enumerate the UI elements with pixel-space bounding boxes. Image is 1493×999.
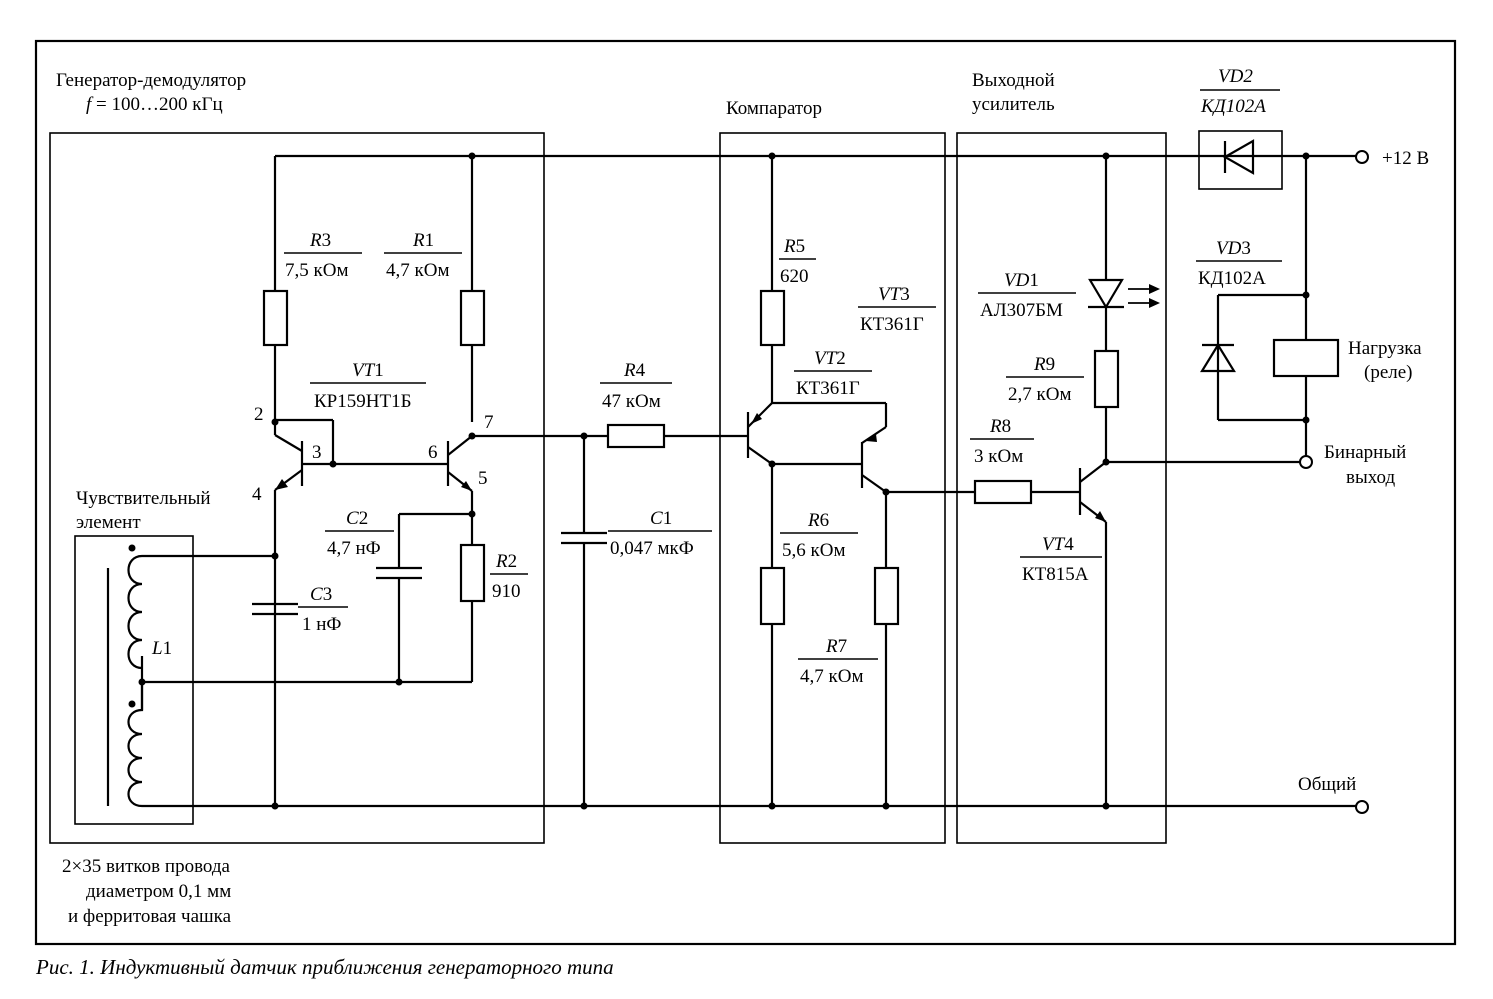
winding-note-1: 2×35 витков провода (62, 856, 231, 877)
pin-6: 6 (428, 442, 438, 463)
resistor-r7 (873, 566, 900, 626)
output-amp-block (956, 132, 1167, 844)
value-c3: 1 нФ (302, 614, 341, 635)
resistor-r1 (459, 289, 486, 347)
value-r5: 620 (780, 266, 809, 287)
binary-output-label-2: выход (1346, 467, 1395, 488)
pin-5: 5 (478, 468, 488, 489)
value-r9: 2,7 кОм (1008, 384, 1071, 405)
pin-4: 4 (252, 484, 262, 505)
sensor-label-2: элемент (76, 512, 141, 533)
output-amp-title-1: Выходной (972, 70, 1055, 91)
load-label-1: Нагрузка (1348, 338, 1422, 359)
led-vd1 (1088, 278, 1124, 310)
value-c2: 4,7 нФ (327, 538, 381, 559)
outer-frame (34, 39, 1457, 946)
value-r7: 4,7 кОм (800, 666, 863, 687)
label-vt4: VT4 (1042, 534, 1074, 555)
label-r7: R7 (825, 636, 847, 657)
value-vt2: КТ361Г (796, 378, 860, 399)
label-vd3: VD3 (1216, 238, 1251, 259)
diode-vd3 (1200, 342, 1236, 373)
label-vt2: VT2 (814, 348, 846, 369)
figure-caption: Рис. 1. Индуктивный датчик приближения г… (35, 955, 614, 979)
label-c2: C2 (346, 508, 368, 529)
label-vd1: VD1 (1004, 270, 1039, 291)
value-vt3: КТ361Г (860, 314, 924, 335)
generator-block (49, 132, 545, 844)
generator-frequency: f = 100…200 кГц (86, 94, 223, 115)
value-vt4: КТ815А (1022, 564, 1089, 585)
sensor-label-1: Чувствительный (76, 488, 211, 509)
sensor-frame (74, 535, 194, 825)
winding-note-3: и ферритовая чашка (68, 906, 232, 927)
common-terminal (1355, 800, 1369, 814)
resistor-r9 (1093, 349, 1120, 409)
comparator-title: Компаратор (726, 98, 822, 119)
common-label: Общий (1298, 774, 1356, 795)
label-r2: R2 (495, 551, 517, 572)
binary-output-terminal (1299, 455, 1313, 469)
label-r9: R9 (1033, 354, 1055, 375)
label-l1: L1 (151, 638, 172, 659)
pin-2: 2 (254, 404, 264, 425)
binary-output-label-1: Бинарный (1324, 442, 1406, 463)
winding-note-2: диаметром 0,1 мм (86, 881, 231, 902)
label-r5: R5 (783, 236, 805, 257)
load-label-2: (реле) (1364, 362, 1413, 383)
label-r8: R8 (989, 416, 1011, 437)
resistor-r6 (759, 566, 786, 626)
value-vd3: КД102А (1198, 268, 1266, 289)
label-vt3: VT3 (878, 284, 910, 305)
label-r6: R6 (807, 510, 829, 531)
label-vt1: VT1 (352, 360, 384, 381)
output-amp-title-2: усилитель (972, 94, 1055, 115)
value-r2: 910 (492, 581, 521, 602)
label-r3: R3 (309, 230, 331, 251)
diode-vd2-frame (1198, 130, 1283, 190)
comparator-block (719, 132, 946, 844)
relay-coil (1272, 338, 1340, 378)
value-r4: 47 кОм (602, 391, 661, 412)
diode-vd2 (1222, 139, 1255, 175)
resistor-r4 (606, 423, 666, 449)
pin-7: 7 (484, 412, 494, 433)
label-c3: C3 (310, 584, 332, 605)
generator-title: Генератор-демодулятор (56, 70, 246, 91)
resistor-r2 (459, 543, 486, 603)
value-vd2: КД102А (1200, 96, 1266, 117)
resistor-r3 (262, 289, 289, 347)
value-vt1: КР159НТ1Б (314, 391, 411, 412)
power-label: +12 В (1382, 148, 1429, 169)
value-r8: 3 кОм (974, 446, 1023, 467)
label-r4: R4 (623, 360, 646, 381)
value-r6: 5,6 кОм (782, 540, 845, 561)
resistor-r8 (973, 479, 1033, 505)
label-vd2: VD2 (1218, 66, 1253, 87)
pin-3: 3 (312, 442, 322, 463)
value-r3: 7,5 кОм (285, 260, 348, 281)
value-r1: 4,7 кОм (386, 260, 449, 281)
label-c1: C1 (650, 508, 672, 529)
value-c1: 0,047 мкФ (610, 538, 694, 559)
value-vd1: АЛ307БМ (980, 300, 1063, 321)
power-terminal (1355, 150, 1369, 164)
label-r1: R1 (412, 230, 434, 251)
resistor-r5 (759, 289, 786, 347)
